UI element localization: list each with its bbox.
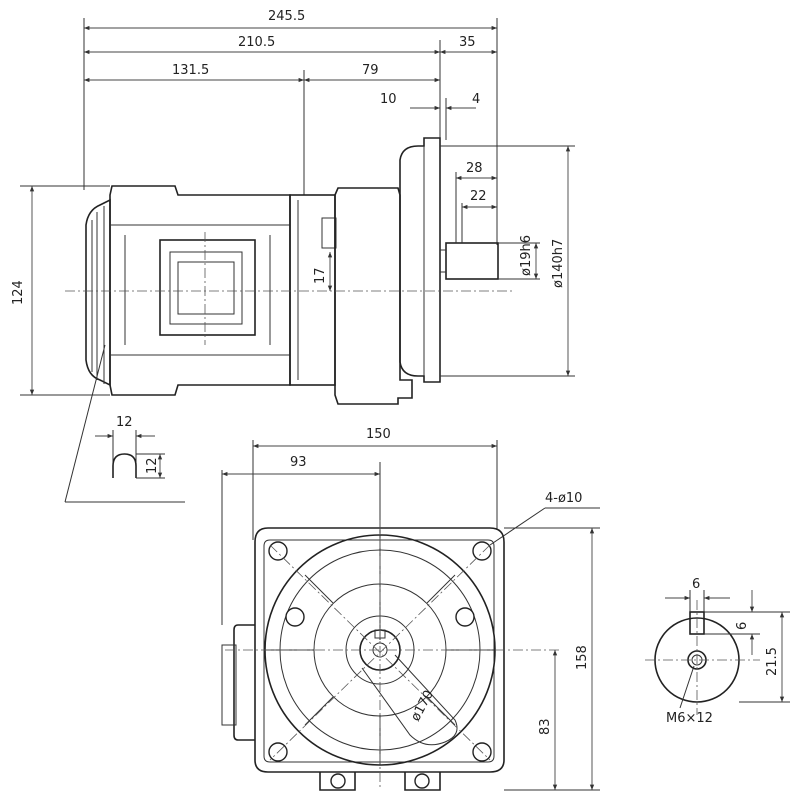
dim-pcd: ø170 — [408, 688, 437, 724]
dim-holes: 4-ø10 — [545, 491, 582, 506]
output-flange — [399, 137, 441, 383]
dim-shaft-dia: ø19h6 — [519, 235, 534, 276]
dim-flange-height: 158 — [575, 645, 590, 670]
dim-key-width: 6 — [692, 577, 700, 592]
dim-shaft-height: 21.5 — [765, 647, 780, 676]
dim-79: 79 — [362, 63, 379, 78]
dim-tap: M6×12 — [666, 711, 713, 726]
dim-17: 17 — [313, 267, 328, 284]
dim-22: 22 — [470, 189, 487, 204]
dim-detail-12-w: 12 — [116, 415, 133, 430]
mount-hole — [268, 541, 288, 561]
motor-body — [109, 185, 291, 396]
keyway-detail: 12 12 — [64, 344, 185, 503]
front-view: 150 93 4-ø10 158 83 ø170 — [221, 427, 600, 791]
fan-cover — [85, 198, 111, 387]
dim-flange-width: 150 — [366, 427, 391, 442]
dim-center-height: 83 — [538, 718, 553, 735]
mount-hole — [472, 541, 492, 561]
output-shaft — [445, 242, 499, 280]
dim-35: 35 — [459, 35, 476, 50]
dim-131: 131.5 — [172, 63, 209, 78]
dim-key-depth: 6 — [735, 622, 750, 630]
gear-housing — [334, 187, 413, 405]
dim-4: 4 — [472, 92, 480, 107]
dim-10: 10 — [380, 92, 397, 107]
terminal-box — [159, 239, 256, 336]
dim-93: 93 — [290, 455, 307, 470]
dim-height-124: 124 — [11, 280, 26, 305]
dim-28: 28 — [466, 161, 483, 176]
side-view: 245.5 210.5 35 131.5 79 10 4 28 22 ø19h6… — [11, 9, 575, 405]
side-boss — [233, 624, 255, 741]
shaft-end-view: 6 6 21.5 M6×12 — [645, 577, 790, 726]
dim-210: 210.5 — [238, 35, 275, 50]
front-flange — [254, 527, 505, 773]
dim-detail-12-h: 12 — [145, 457, 160, 474]
adapter — [289, 194, 336, 386]
dim-pilot-dia: ø140h7 — [551, 239, 566, 288]
dim-overall-length: 245.5 — [268, 9, 305, 24]
